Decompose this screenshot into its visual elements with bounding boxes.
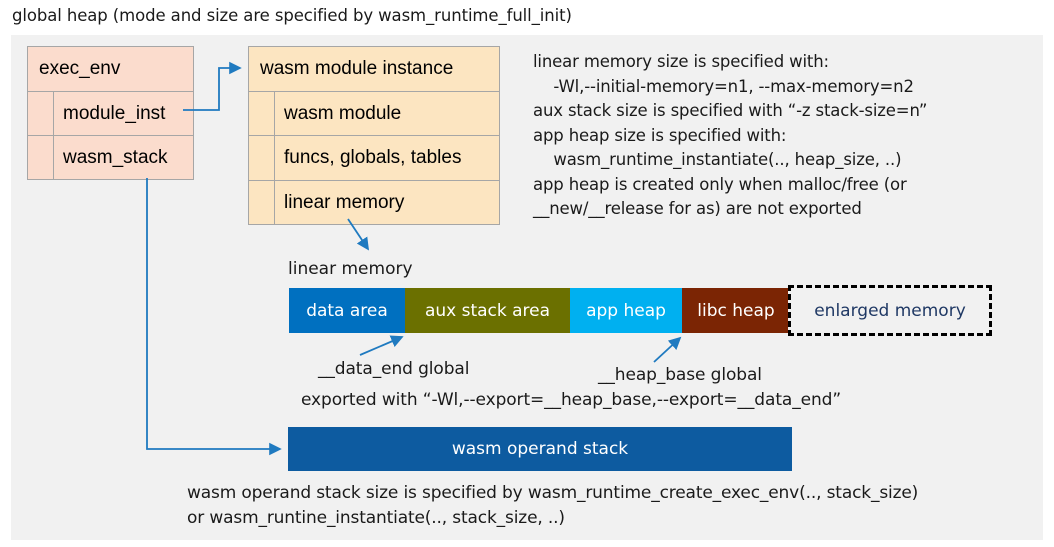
module-instance-field-funcs-globals-tables: funcs, globals, tables <box>249 135 499 180</box>
module-instance-field-linear-memory: linear memory <box>249 180 499 224</box>
module-instance-field-wasm-module: wasm module <box>249 91 499 135</box>
segment-app-heap[interactable]: app heap <box>570 288 682 333</box>
linear-memory-bar-label: linear memory <box>288 259 413 279</box>
linear-memory-field-label: linear memory <box>284 191 405 213</box>
module-instance-header-label: wasm module instance <box>260 58 454 79</box>
segment-aux-stack-area-label: aux stack area <box>424 300 551 321</box>
wasm-stack-label: wasm_stack <box>63 146 168 168</box>
wasm-operand-stack-box[interactable]: wasm operand stack <box>288 427 792 471</box>
exec-env-box: exec_env module_inst wasm_stack <box>27 46 194 180</box>
annotation-exported-with: exported with “-Wl,--export=__heap_base,… <box>301 390 842 410</box>
exec-env-header-label: exec_env <box>39 58 121 79</box>
exec-env-field-module-inst: module_inst <box>28 91 193 135</box>
segment-aux-stack-area[interactable]: aux stack area <box>405 288 570 333</box>
wasm-module-instance-box: wasm module instance wasm module funcs, … <box>248 46 500 225</box>
funcs-globals-tables-label: funcs, globals, tables <box>284 147 462 168</box>
exec-env-field-wasm-stack: wasm_stack <box>28 135 193 179</box>
module-instance-field-wasm-module-cell: wasm module <box>274 92 499 135</box>
segment-enlarged-memory[interactable]: enlarged memory <box>788 285 992 336</box>
operand-stack-note: wasm operand stack size is specified by … <box>187 483 919 528</box>
wasm-module-label: wasm module <box>284 102 402 124</box>
segment-app-heap-label: app heap <box>586 300 666 321</box>
segment-libc-heap-label: libc heap <box>697 300 775 321</box>
module-instance-indent-cell-3 <box>249 181 274 224</box>
module-inst-label: module_inst <box>63 102 166 124</box>
segment-data-area[interactable]: data area <box>289 288 405 333</box>
segment-data-area-label: data area <box>306 300 388 321</box>
module-instance-indent-cell-1 <box>249 92 274 135</box>
module-instance-indent-cell-2 <box>249 136 274 180</box>
diagram-title: global heap (mode and size are specified… <box>12 6 572 25</box>
exec-env-indent-cell-1 <box>28 92 53 135</box>
exec-env-field-module-inst-cell: module_inst <box>53 92 193 135</box>
linear-memory-info-text: linear memory size is specified with: -W… <box>533 52 928 218</box>
exec-env-header: exec_env <box>28 47 193 91</box>
segment-libc-heap[interactable]: libc heap <box>682 288 790 333</box>
segment-enlarged-memory-label: enlarged memory <box>814 300 966 321</box>
exec-env-field-wasm-stack-cell: wasm_stack <box>53 136 193 179</box>
annotation-heap-base: __heap_base global <box>598 365 762 385</box>
module-instance-header: wasm module instance <box>249 47 499 91</box>
exec-env-indent-cell-2 <box>28 136 53 179</box>
wasm-operand-stack-label: wasm operand stack <box>451 439 629 459</box>
module-instance-field-linear-memory-cell: linear memory <box>274 181 499 224</box>
module-instance-field-funcs-cell: funcs, globals, tables <box>274 136 499 180</box>
annotation-data-end: __data_end global <box>318 359 470 379</box>
